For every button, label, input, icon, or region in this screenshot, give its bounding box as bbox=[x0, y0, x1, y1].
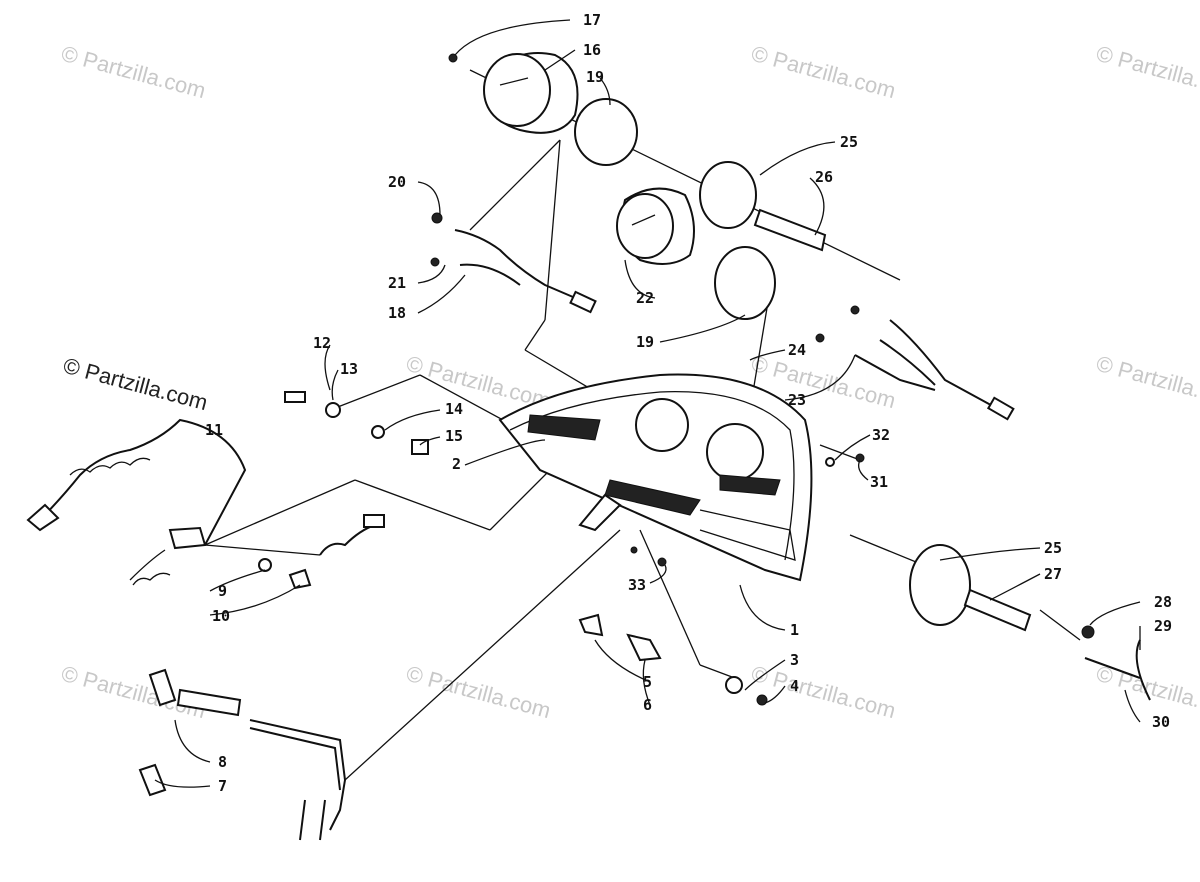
callout-5: 5 bbox=[643, 673, 652, 691]
callout-25: 25 bbox=[840, 133, 858, 151]
callout-20: 20 bbox=[388, 173, 406, 191]
callout-31: 31 bbox=[870, 473, 888, 491]
callout-28: 28 bbox=[1154, 593, 1172, 611]
wiring-harnesses bbox=[430, 208, 1032, 632]
callout-27: 27 bbox=[1044, 565, 1062, 583]
leader-lines bbox=[154, 19, 1141, 788]
callout-12: 12 bbox=[313, 334, 331, 352]
callout-26: 26 bbox=[815, 168, 833, 186]
tachometer-gauge bbox=[448, 52, 579, 134]
watermark: © Partzilla.com bbox=[404, 661, 554, 724]
callout-25b: 25 bbox=[1044, 539, 1062, 557]
callout-3: 3 bbox=[790, 651, 799, 669]
callout-24: 24 bbox=[788, 341, 806, 359]
callouts: 17 16 19 20 21 18 25 26 22 19 24 23 12 1… bbox=[205, 11, 1172, 795]
callout-23: 23 bbox=[788, 391, 806, 409]
callout-7: 7 bbox=[218, 777, 227, 795]
callout-13: 13 bbox=[340, 360, 358, 378]
callout-16: 16 bbox=[583, 41, 601, 59]
callout-9: 9 bbox=[218, 582, 227, 600]
callout-30: 30 bbox=[1152, 713, 1170, 731]
watermark: © Partzilla.com bbox=[1094, 41, 1200, 104]
dash-console bbox=[498, 373, 813, 582]
gauge-hole-right bbox=[706, 423, 764, 481]
callout-17: 17 bbox=[583, 11, 601, 29]
callout-19b: 19 bbox=[636, 333, 654, 351]
tether-and-key bbox=[26, 418, 385, 586]
callout-8: 8 bbox=[218, 753, 227, 771]
bulb-17 bbox=[448, 53, 458, 63]
callout-19: 19 bbox=[586, 68, 604, 86]
callout-18: 18 bbox=[388, 304, 406, 322]
callout-2: 2 bbox=[452, 455, 461, 473]
throttle-switch-assembly bbox=[138, 668, 347, 841]
bezel-rings bbox=[574, 98, 971, 626]
watermark: © Partzilla.com bbox=[1094, 351, 1200, 414]
callout-11: 11 bbox=[205, 421, 223, 439]
callout-1: 1 bbox=[790, 621, 799, 639]
callout-6: 6 bbox=[643, 696, 652, 714]
watermark: © Partzilla.com bbox=[59, 41, 209, 104]
callout-10: 10 bbox=[212, 607, 230, 625]
callout-33: 33 bbox=[628, 576, 646, 594]
callout-21: 21 bbox=[388, 274, 406, 292]
watermark: © Partzilla.com bbox=[749, 41, 899, 104]
callout-32: 32 bbox=[872, 426, 890, 444]
callout-15: 15 bbox=[445, 427, 463, 445]
callout-4: 4 bbox=[790, 677, 799, 695]
gauge-hole-left bbox=[635, 398, 689, 452]
callout-14: 14 bbox=[445, 400, 463, 418]
callout-22: 22 bbox=[636, 289, 654, 307]
callout-29: 29 bbox=[1154, 617, 1172, 635]
small-hardware bbox=[258, 391, 1151, 706]
watermark-dark: © Partzilla.com bbox=[61, 353, 211, 416]
speedometer-gauge bbox=[616, 187, 695, 265]
